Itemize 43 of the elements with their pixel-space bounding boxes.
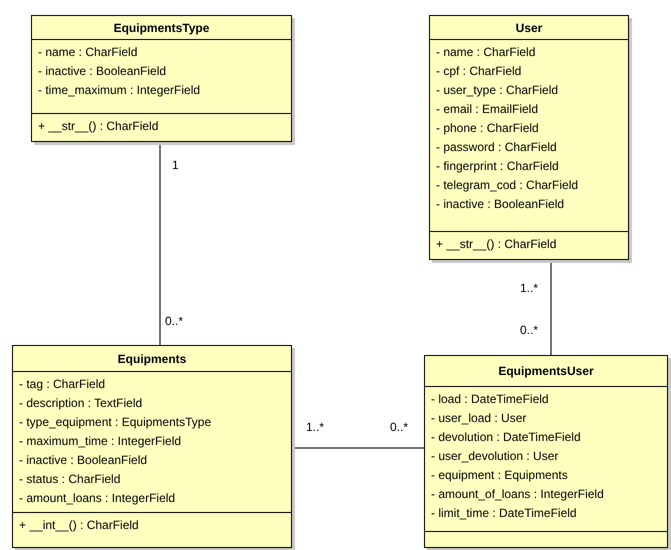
class-member: - user_devolution : User bbox=[431, 448, 558, 465]
class-name: User bbox=[516, 20, 542, 36]
multiplicity-label: 0..* bbox=[390, 420, 408, 434]
class-member: - load : DateTimeField bbox=[431, 391, 549, 408]
class-member: - inactive : BooleanField bbox=[436, 196, 564, 213]
class-member: - tag : CharField bbox=[19, 376, 106, 393]
class-member: - limit_time : DateTimeField bbox=[431, 505, 577, 522]
class-box bbox=[424, 355, 668, 548]
class-member: + __str__() : CharField bbox=[436, 236, 556, 254]
class-member: - telegram_cod : CharField bbox=[436, 177, 578, 194]
class-name: EquipmentsUser bbox=[498, 363, 594, 380]
multiplicity-label: 1..* bbox=[520, 281, 538, 295]
class-member: - devolution : DateTimeField bbox=[431, 429, 581, 446]
class-member: - phone : CharField bbox=[436, 120, 539, 137]
class-member: - password : CharField bbox=[436, 139, 557, 156]
class-name: Equipments bbox=[118, 350, 186, 368]
class-member: + __str__() : CharField bbox=[38, 118, 158, 135]
class-member: - name : CharField bbox=[436, 44, 536, 61]
multiplicity-label: 0..* bbox=[520, 323, 538, 337]
class-member: - amount_loans : IntegerField bbox=[19, 490, 176, 507]
class-member: - name : CharField bbox=[38, 44, 138, 61]
class-box bbox=[31, 15, 292, 142]
class-box bbox=[429, 15, 629, 260]
class-member: - cpf : CharField bbox=[436, 63, 522, 80]
class-member: - time_maximum : IntegerField bbox=[38, 82, 200, 99]
class-member: + __int__() : CharField bbox=[19, 517, 139, 534]
class-member: - inactive : BooleanField bbox=[38, 63, 166, 80]
class-member: - amount_of_loans : IntegerField bbox=[431, 486, 604, 503]
class-member: - email : EmailField bbox=[436, 101, 538, 118]
class-member: - description : TextField bbox=[19, 395, 142, 412]
class-member: - inactive : BooleanField bbox=[19, 452, 148, 469]
class-member: - fingerprint : CharField bbox=[436, 158, 559, 175]
class-box bbox=[12, 345, 292, 548]
class-name: EquipmentsType bbox=[114, 20, 210, 36]
class-member: - user_load : User bbox=[431, 410, 526, 427]
class-member: - maximum_time : IntegerField bbox=[19, 433, 182, 450]
multiplicity-label: 1..* bbox=[306, 420, 324, 434]
class-member: - type_equipment : EquipmentsType bbox=[19, 414, 212, 431]
class-member: - status : CharField bbox=[19, 471, 120, 488]
multiplicity-label: 0..* bbox=[165, 314, 184, 328]
class-member: - equipment : Equipments bbox=[431, 467, 568, 484]
multiplicity-label: 1 bbox=[172, 158, 179, 172]
class-member: - user_type : CharField bbox=[436, 82, 558, 99]
